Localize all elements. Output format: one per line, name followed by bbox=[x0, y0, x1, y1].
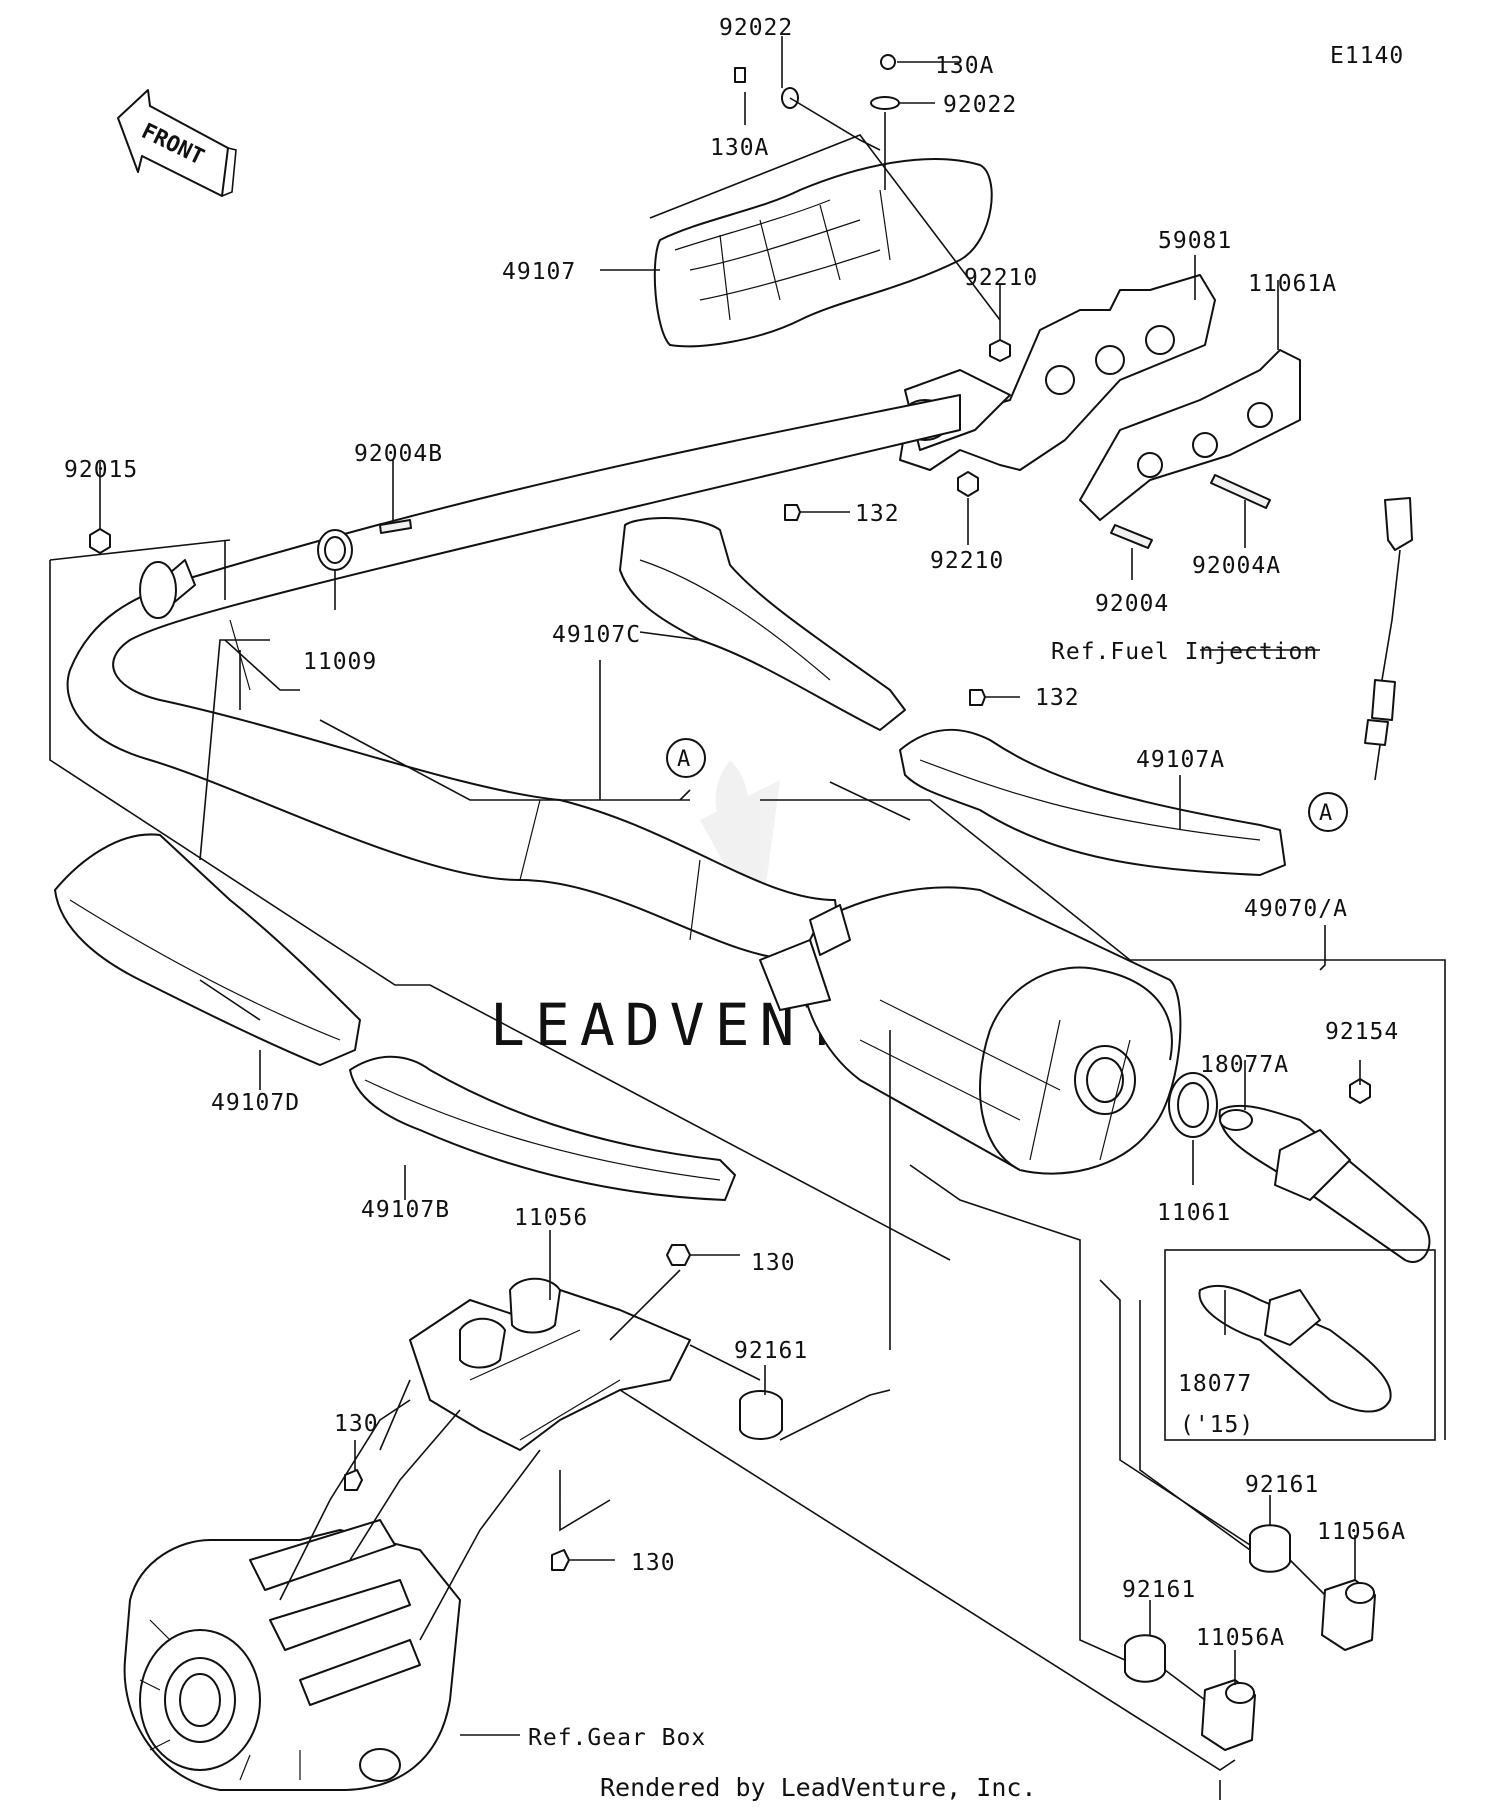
part-labels: 92022 130A 130A 92022 49107 59081 11061A… bbox=[64, 15, 1406, 1751]
nut-92210-top bbox=[989, 339, 1011, 362]
label-49107B: 49107B bbox=[361, 1197, 450, 1223]
svg-text:A: A bbox=[1319, 801, 1332, 826]
variant-box-2015 bbox=[1164, 1249, 1436, 1441]
callout-a-top: A bbox=[666, 738, 706, 778]
label-130-bottom: 130 bbox=[631, 1550, 676, 1576]
label-11061: 11061 bbox=[1157, 1200, 1231, 1226]
label-130A-top: 130A bbox=[935, 53, 994, 79]
ref-gear-box: Ref.Gear Box bbox=[528, 1725, 706, 1751]
label-132-top: 132 bbox=[855, 501, 900, 527]
footer-credit: Rendered by LeadVenture, Inc. bbox=[600, 1773, 1037, 1802]
label-92015: 92015 bbox=[64, 457, 138, 483]
front-arrow-icon: FRONT bbox=[117, 89, 237, 197]
muffler-49070A bbox=[799, 886, 1182, 1175]
gasket-11009 bbox=[317, 529, 353, 571]
heat-shield-49107A bbox=[899, 728, 1286, 876]
label-18077A: 18077A bbox=[1200, 1052, 1289, 1078]
label-59081: 59081 bbox=[1158, 228, 1232, 254]
gear-box-reference bbox=[123, 1519, 461, 1791]
label-92022-top: 92022 bbox=[719, 15, 793, 41]
label-92161-mid: 92161 bbox=[734, 1338, 808, 1364]
label-49070A: 49070/A bbox=[1244, 896, 1348, 922]
bolt-130-bottom bbox=[551, 1549, 570, 1571]
label-130-left: 130 bbox=[334, 1411, 379, 1437]
label-49107: 49107 bbox=[502, 259, 576, 285]
stud-92004 bbox=[1110, 524, 1153, 549]
stud-92004B bbox=[379, 519, 412, 534]
label-18077: 18077 bbox=[1178, 1371, 1252, 1397]
bracket-11056 bbox=[409, 1277, 691, 1451]
gasket-11061 bbox=[1168, 1072, 1218, 1138]
washer-92022-right bbox=[870, 96, 900, 110]
ref-fuel-injection: Ref.Fuel Injection bbox=[1051, 639, 1318, 665]
oxygen-sensor bbox=[1364, 497, 1413, 746]
bolt-132-top bbox=[784, 504, 801, 521]
label-92161-low: 92161 bbox=[1122, 1577, 1196, 1603]
label-92210-bottom: 92210 bbox=[930, 548, 1004, 574]
stud-92004A bbox=[1210, 474, 1271, 509]
label-92210-top: 92210 bbox=[964, 265, 1038, 291]
label-130A-left: 130A bbox=[710, 135, 769, 161]
heat-shield-49107D bbox=[54, 833, 361, 1066]
label-92161-right: 92161 bbox=[1245, 1472, 1319, 1498]
bushing-92161-mid bbox=[739, 1390, 783, 1440]
label-49107C: 49107C bbox=[552, 622, 641, 648]
label-11009: 11009 bbox=[303, 649, 377, 675]
pipe-joint bbox=[759, 904, 851, 1011]
bolt-130A-left bbox=[734, 67, 746, 83]
label-49107A: 49107A bbox=[1136, 747, 1225, 773]
leader-lines bbox=[49, 36, 1446, 1800]
nut-92015 bbox=[89, 528, 111, 554]
label-92004B: 92004B bbox=[354, 441, 443, 467]
label-92004A: 92004A bbox=[1192, 553, 1281, 579]
diagram-code: E1140 bbox=[1330, 43, 1404, 69]
callout-a-right: A bbox=[1308, 792, 1348, 832]
bushing-92161-right bbox=[1249, 1524, 1291, 1573]
label-11056A-right: 11056A bbox=[1317, 1519, 1406, 1545]
bracket-11056A-low bbox=[1201, 1679, 1256, 1751]
bolt-130-left bbox=[344, 1469, 363, 1491]
svg-text:A: A bbox=[677, 747, 690, 772]
spark-arrestor-18077A bbox=[1218, 1104, 1431, 1263]
label-92004: 92004 bbox=[1095, 591, 1169, 617]
label-11061A: 11061A bbox=[1248, 271, 1337, 297]
label-49107D: 49107D bbox=[211, 1090, 300, 1116]
bolt-130A-top bbox=[880, 54, 896, 70]
gasket-11061A bbox=[1079, 349, 1301, 521]
label-92022-right: 92022 bbox=[943, 92, 1017, 118]
label-130-top: 130 bbox=[751, 1250, 796, 1276]
label-132-mid: 132 bbox=[1035, 685, 1080, 711]
bolt-132-mid bbox=[969, 689, 986, 706]
heat-shield-49107B bbox=[349, 1055, 736, 1201]
flange-92015 bbox=[139, 559, 196, 619]
heat-shield-49107 bbox=[653, 158, 993, 348]
bushing-92161-low bbox=[1124, 1634, 1166, 1683]
bolt-130-top bbox=[666, 1244, 691, 1266]
heat-shield-49107C bbox=[619, 517, 906, 731]
label-11056A-low: 11056A bbox=[1196, 1625, 1285, 1651]
label-92154: 92154 bbox=[1325, 1019, 1399, 1045]
label-15: ('15) bbox=[1180, 1412, 1254, 1438]
nut-92210-bottom bbox=[957, 471, 979, 497]
label-11056: 11056 bbox=[514, 1205, 588, 1231]
bracket-11056A-right bbox=[1321, 1579, 1376, 1651]
